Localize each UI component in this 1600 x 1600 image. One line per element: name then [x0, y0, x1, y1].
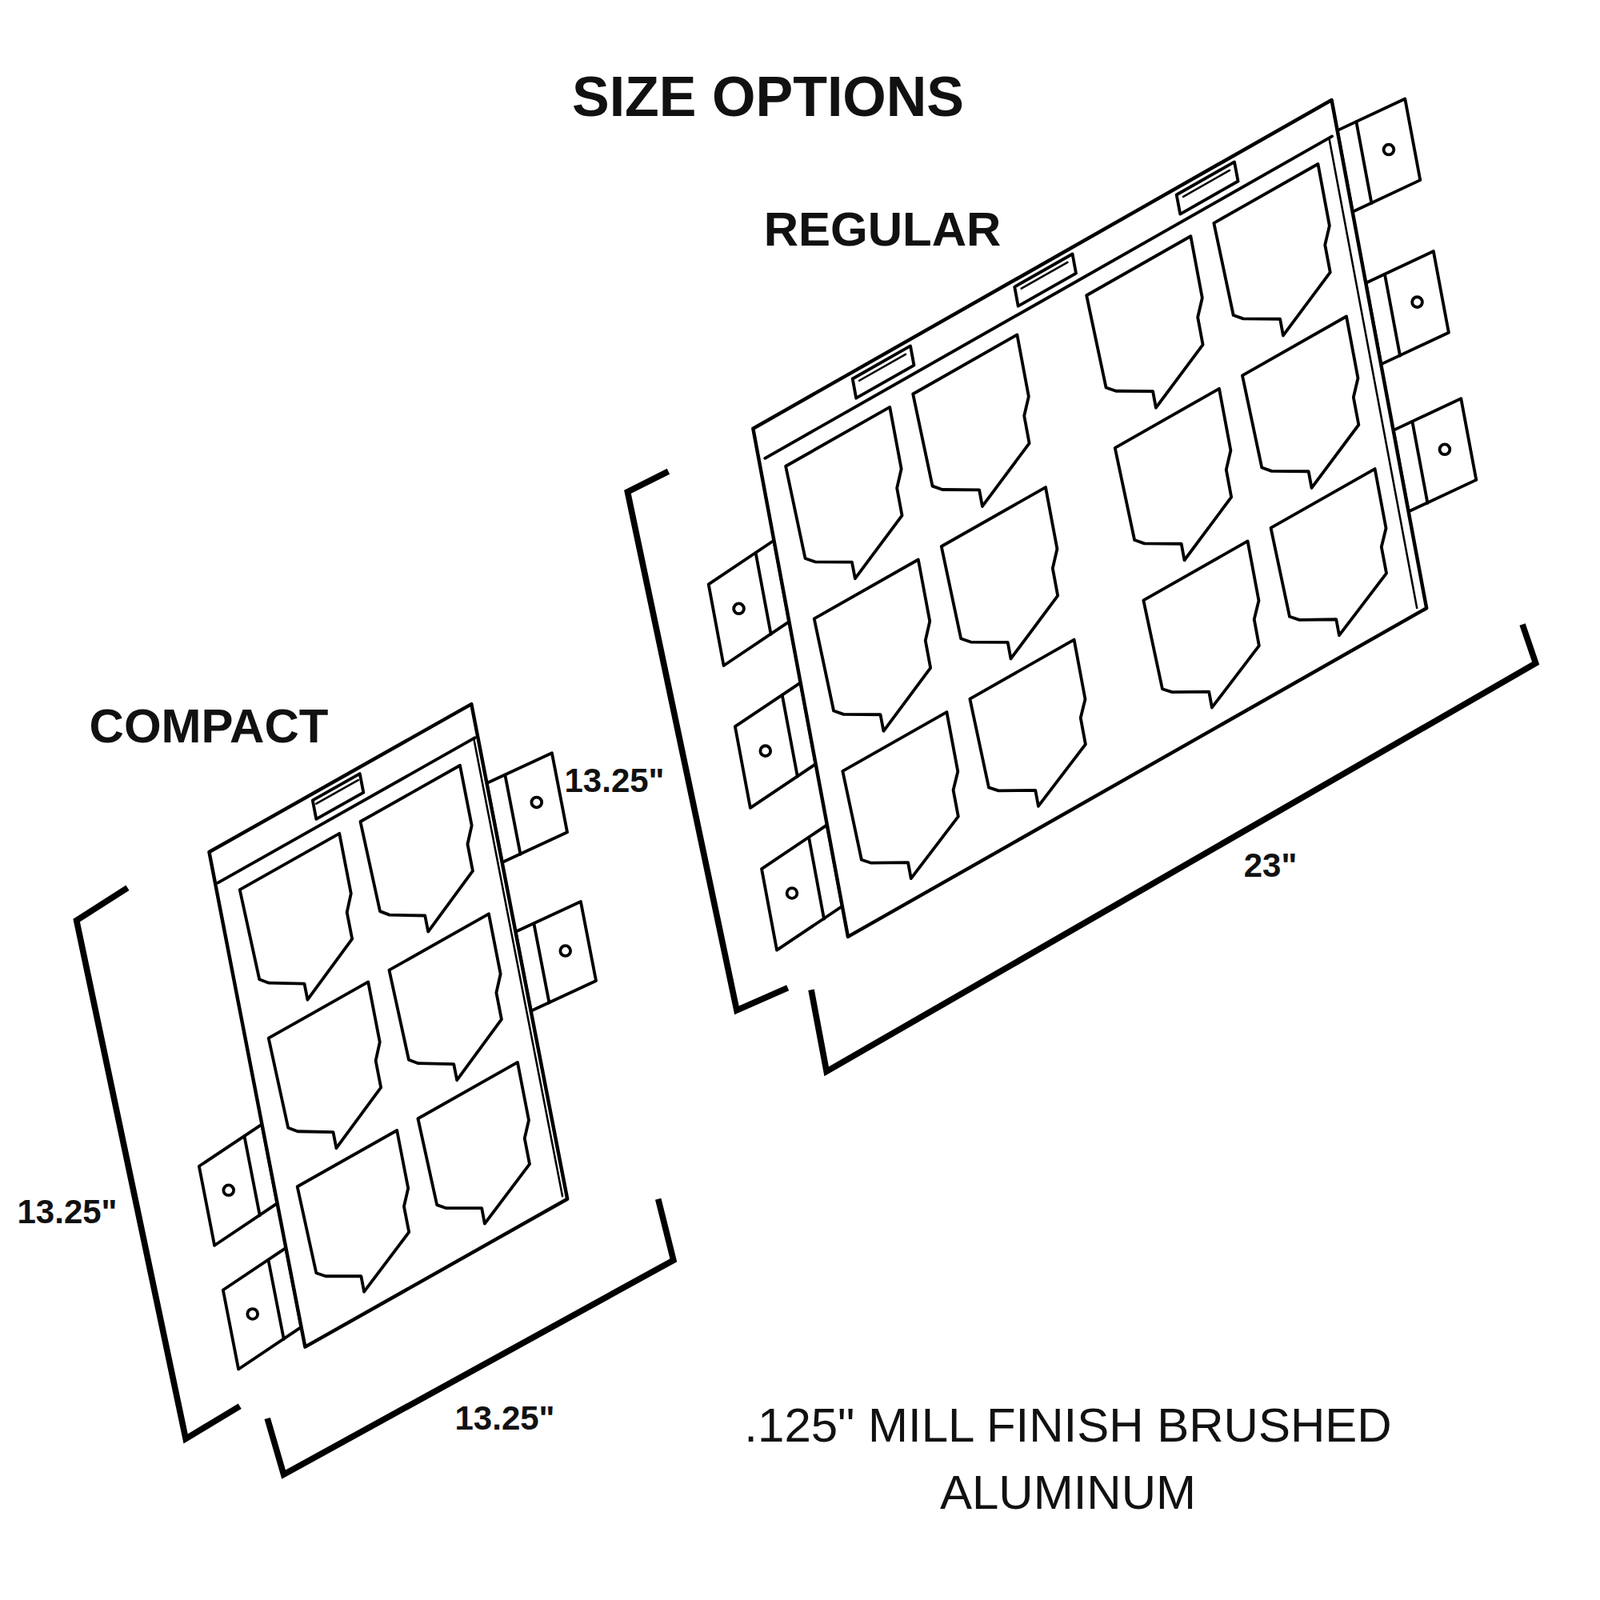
cutout — [785, 407, 902, 579]
cutout — [969, 640, 1086, 807]
tab-hole — [1412, 296, 1423, 308]
dimension-label: 13.25" — [16, 1193, 117, 1231]
tab-fold-line — [504, 775, 520, 855]
cutout — [814, 559, 931, 731]
cutout — [941, 487, 1058, 659]
plate-outline — [752, 100, 1427, 937]
cutout — [240, 833, 352, 1000]
size-label: COMPACT — [89, 700, 329, 753]
tab-fold-line — [244, 1136, 260, 1216]
tab-fold-line — [1384, 274, 1400, 356]
tab-hole — [787, 888, 798, 899]
cutout — [268, 981, 381, 1148]
cutout — [388, 913, 501, 1080]
tab-fold-line — [1412, 421, 1428, 504]
material-caption: .125" MILL FINISH BRUSHED ALUMINUM — [628, 1392, 1508, 1527]
tab-hole — [560, 945, 571, 956]
tab-hole — [223, 1184, 234, 1196]
tab-fold-line — [533, 923, 549, 1003]
cutout — [1115, 388, 1232, 560]
tab-hole — [531, 797, 542, 808]
dimension-label: 13.25" — [454, 1400, 555, 1437]
handle-slot — [852, 345, 915, 398]
dimension-bracket — [811, 624, 1536, 1072]
tab-hole — [733, 603, 744, 614]
slot-edge — [859, 354, 906, 381]
handle-slot — [1014, 253, 1076, 306]
cutout — [1213, 164, 1330, 336]
slot-edge — [316, 780, 358, 804]
cutout — [360, 765, 473, 932]
tab-hole — [760, 745, 771, 756]
plate-outline — [208, 704, 568, 1348]
tab-fold-line — [808, 837, 824, 920]
aluminum-plate — [708, 98, 1477, 950]
size-label: REGULAR — [764, 203, 1002, 256]
cutout — [1271, 468, 1388, 636]
tab-fold-line — [268, 1260, 284, 1340]
slot-edge — [1021, 262, 1068, 289]
cutout — [912, 334, 1029, 506]
cutout — [417, 1062, 530, 1224]
tab-hole — [247, 1308, 258, 1320]
cutout — [1143, 540, 1260, 708]
cutout — [1242, 316, 1359, 488]
slot-edge — [1183, 170, 1230, 197]
dimension-label: 23" — [1244, 847, 1298, 884]
handle-slot — [312, 773, 364, 820]
cutout — [1086, 236, 1203, 408]
cutout — [297, 1130, 410, 1292]
tab-fold-line — [756, 552, 772, 635]
diagram-title: SIZE OPTIONS — [572, 66, 964, 128]
dimension-bracket — [267, 1199, 674, 1475]
dimension-bracket — [627, 471, 788, 1010]
tab-fold-line — [1356, 121, 1372, 204]
tab-hole — [1440, 444, 1451, 455]
dimension-label: 13.25" — [564, 762, 664, 800]
handle-slot — [1176, 161, 1239, 214]
dimension-bracket — [76, 888, 240, 1440]
lip-fold-line — [764, 136, 1332, 458]
aluminum-plate — [199, 704, 596, 1369]
cutout — [842, 712, 959, 879]
tab-fold-line — [782, 695, 798, 777]
tab-hole — [1384, 144, 1395, 156]
